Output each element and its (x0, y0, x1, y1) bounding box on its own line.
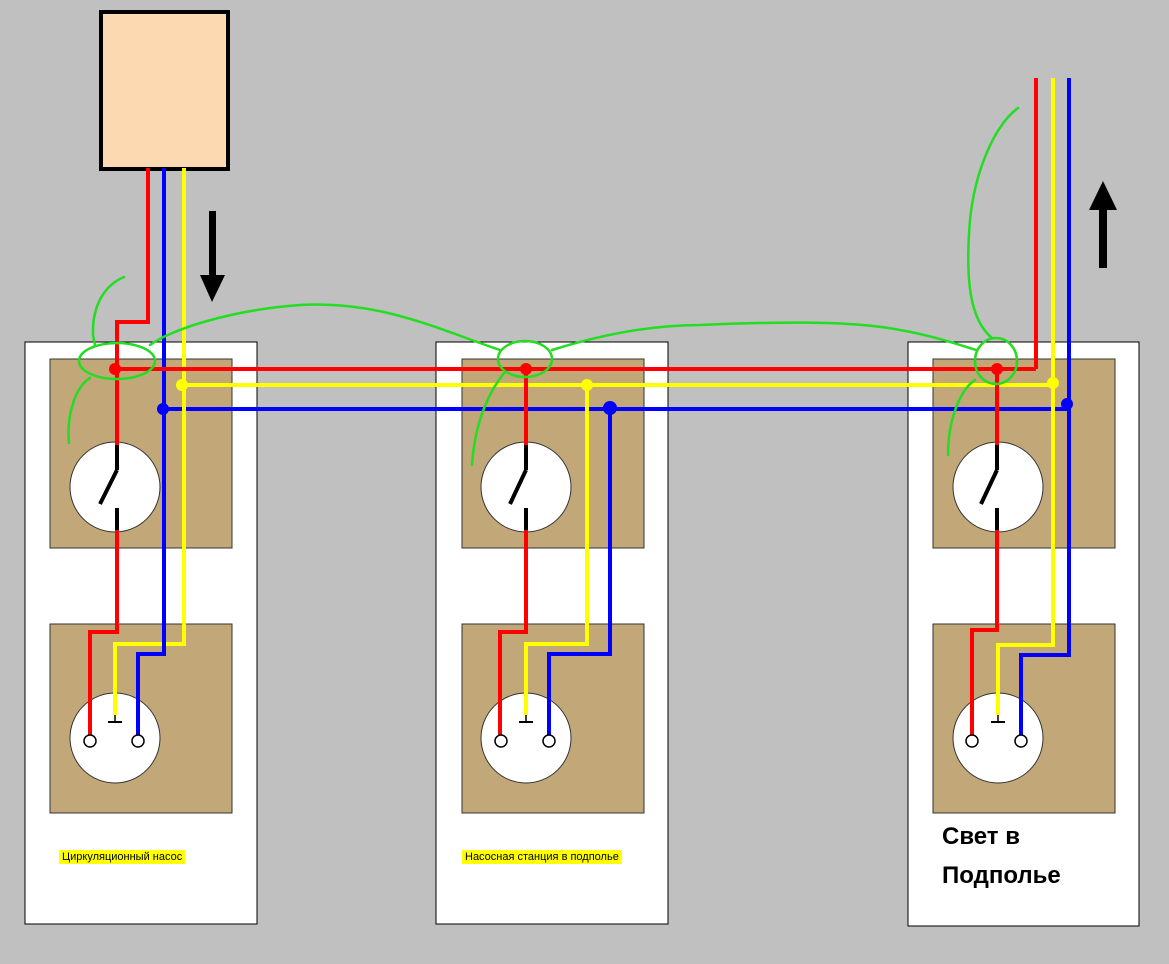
junction-dot (109, 363, 121, 375)
unit-3-label-line1: Свет в (942, 823, 1020, 850)
phase-to-socket (970, 508, 999, 735)
junction-dot (520, 363, 532, 375)
neutral-to-socket (547, 409, 612, 735)
ground-to-socket (524, 385, 589, 715)
ground-to-socket (113, 385, 186, 715)
arrow-up-icon (1089, 181, 1117, 268)
socket-pins-3 (965, 715, 1028, 748)
phase-to-socket (498, 508, 528, 735)
junction-dot (581, 379, 593, 391)
junction-dot (157, 403, 169, 415)
neutral-to-socket (136, 409, 166, 735)
unit-1-label: Циркуляционный насос (59, 850, 186, 864)
junction-dot (991, 363, 1003, 375)
phase-to-socket (88, 508, 119, 735)
neutral-to-socket (1019, 409, 1071, 735)
switch-lever (508, 469, 528, 505)
junction-box (99, 10, 230, 171)
junction-dot (176, 379, 188, 391)
socket-pins-1 (83, 715, 145, 748)
junction-dot (1047, 377, 1059, 389)
arrow-down-icon (200, 211, 225, 302)
junction-dot (603, 401, 617, 415)
junction-dot (1061, 398, 1073, 410)
socket-pins-2 (494, 715, 556, 748)
ground-to-socket (996, 385, 1055, 715)
unit-3-label-line2: Подполье (942, 862, 1061, 889)
switch-lever (98, 469, 119, 505)
phase-wire (115, 168, 150, 369)
annotation-scribbles (67, 106, 1020, 467)
unit-2-label: Насосная станция в подполье (462, 850, 622, 864)
switch-lever (979, 469, 999, 505)
